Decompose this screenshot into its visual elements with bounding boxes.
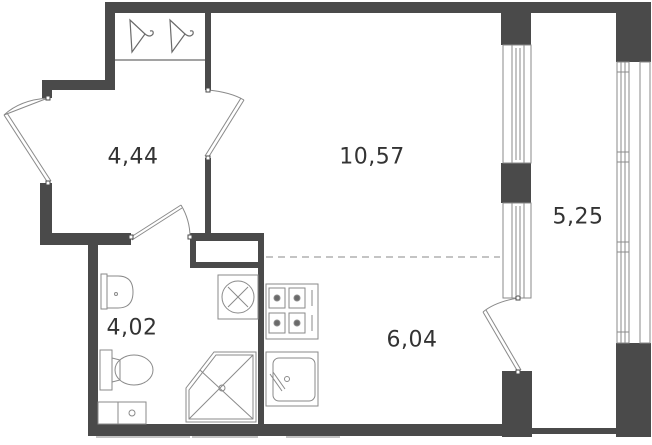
bathroom-fixtures: [97, 273, 259, 425]
wardrobe-with-hangers: [115, 18, 205, 61]
door-hinges: [45, 87, 521, 375]
doors: [3, 89, 522, 373]
room-area-kitchen: 6,04: [386, 327, 438, 353]
room-area-bathroom: 4,02: [106, 315, 158, 341]
room-area-loggia: 5,25: [552, 204, 604, 230]
ventilation-shaft: [198, 242, 255, 261]
room-area-hall: 4,44: [107, 144, 159, 170]
room-area-living-room: 10,57: [339, 144, 405, 170]
window-living-room: [502, 44, 532, 299]
kitchen-fixtures: [265, 256, 500, 407]
window-loggia: [616, 61, 651, 344]
walls: [40, 2, 651, 437]
